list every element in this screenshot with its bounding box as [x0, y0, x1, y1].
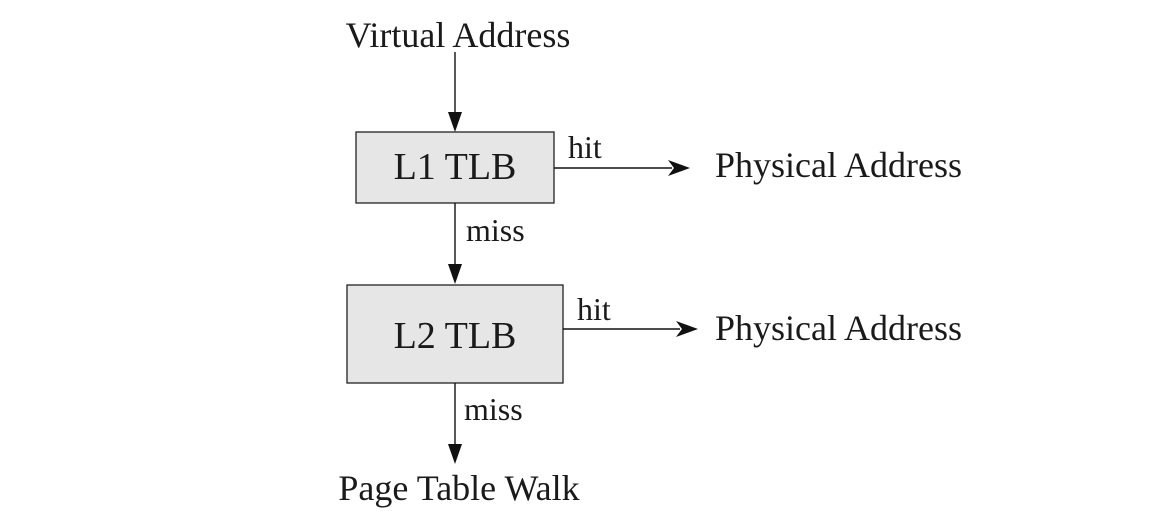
l2-tlb-node: L2 TLB: [346, 284, 564, 384]
arrow-l1-miss: [448, 203, 462, 284]
l2-miss-label: miss: [464, 391, 523, 427]
l2-tlb-label: L2 TLB: [394, 315, 517, 357]
page-table-walk-label: Page Table Walk: [338, 468, 579, 508]
l1-hit-label: hit: [568, 129, 602, 165]
l1-tlb-node: L1 TLB: [355, 131, 555, 204]
virtual-address-label: Virtual Address: [346, 15, 571, 55]
l2-hit-label: hit: [577, 291, 611, 327]
l1-tlb-label: L1 TLB: [394, 146, 517, 188]
physical-address-label-1: Physical Address: [715, 145, 962, 185]
arrow-l2-miss: [448, 383, 462, 464]
arrow-l1-hit: [554, 160, 690, 176]
physical-address-label-2: Physical Address: [715, 308, 962, 348]
arrow-l2-hit: [563, 321, 698, 337]
l1-miss-label: miss: [466, 212, 525, 248]
arrow-va-to-l1: [448, 52, 462, 132]
